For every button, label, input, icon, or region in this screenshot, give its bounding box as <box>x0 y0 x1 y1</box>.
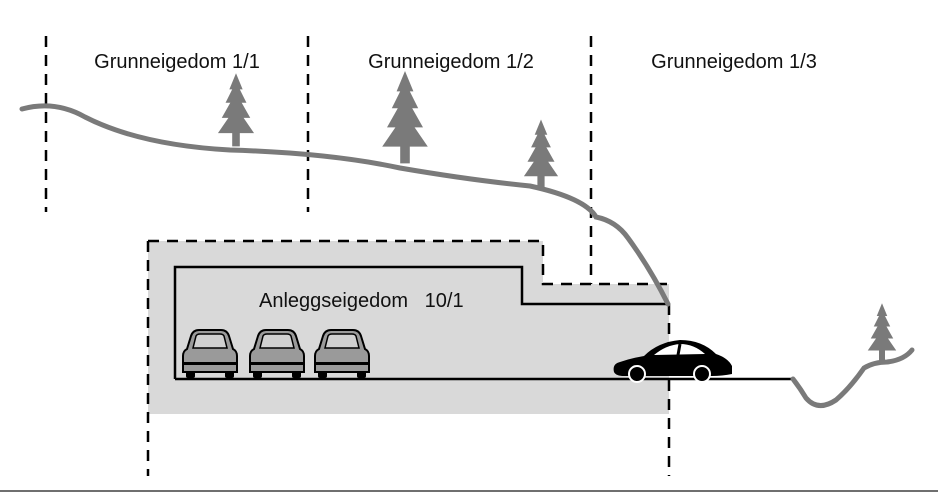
parked-car-icon <box>249 329 305 379</box>
parcel-label-1-3: Grunneigedom 1/3 <box>651 51 817 73</box>
facility-boundary-outline <box>148 239 669 286</box>
terrain-surface <box>19 103 671 307</box>
parcel-label-1-1: Grunneigedom 1/1 <box>94 51 260 73</box>
facility-label: Anleggseigedom 10/1 <box>259 290 464 312</box>
conifer-tree-icon <box>867 303 897 361</box>
tunnel-outline <box>173 265 669 379</box>
conifer-tree-icon <box>523 119 559 189</box>
property-boundaries <box>44 36 671 476</box>
sports-car-icon <box>613 340 732 383</box>
terrain-surface-right <box>790 347 915 408</box>
conifer-tree-icon <box>217 73 255 147</box>
parked-car-icon <box>314 329 370 379</box>
parcel-label-1-2: Grunneigedom 1/2 <box>368 51 534 73</box>
conifer-tree-icon <box>382 71 428 164</box>
parked-car-icon <box>182 329 238 379</box>
